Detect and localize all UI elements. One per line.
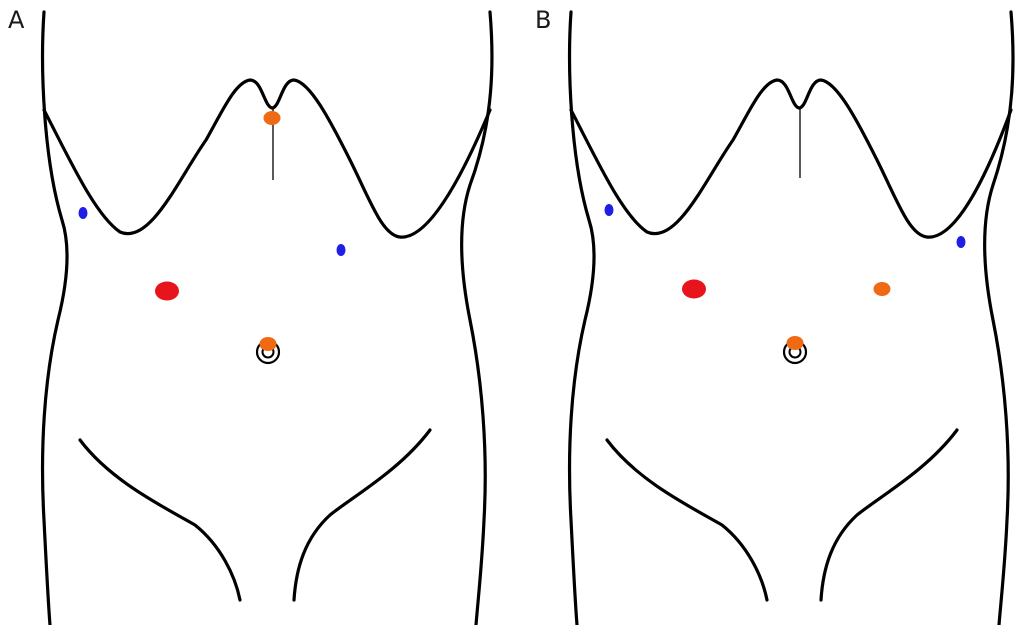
orange-port-marker-umbilicus xyxy=(260,337,277,351)
blue-port-marker-right xyxy=(79,207,88,219)
inguinal-line-right xyxy=(821,430,957,600)
torso-diagram-panel-b: B xyxy=(511,0,1022,625)
rib-cage-contour xyxy=(571,80,1011,237)
torso-diagram-panel-a: A xyxy=(0,0,511,625)
orange-port-marker-umbilicus xyxy=(787,336,804,350)
orange-port-marker-xiphoid xyxy=(264,111,281,125)
blue-port-marker-left xyxy=(957,236,966,248)
torso-outline-a xyxy=(0,0,511,625)
body-side-left xyxy=(43,12,67,625)
body-side-right xyxy=(462,12,492,625)
rib-cage-contour xyxy=(44,80,490,237)
large-red-port-marker xyxy=(682,280,706,299)
blue-port-marker-right xyxy=(605,204,614,216)
body-side-right xyxy=(985,12,1013,625)
inguinal-line-left xyxy=(80,440,240,600)
body-side-left xyxy=(570,12,594,625)
orange-port-marker-left-abdomen xyxy=(874,282,891,296)
large-red-port-marker xyxy=(155,282,179,301)
blue-port-marker-left xyxy=(337,244,346,256)
inguinal-line-left xyxy=(607,440,767,600)
inguinal-line-right xyxy=(294,430,430,600)
torso-outline-b xyxy=(511,0,1022,625)
